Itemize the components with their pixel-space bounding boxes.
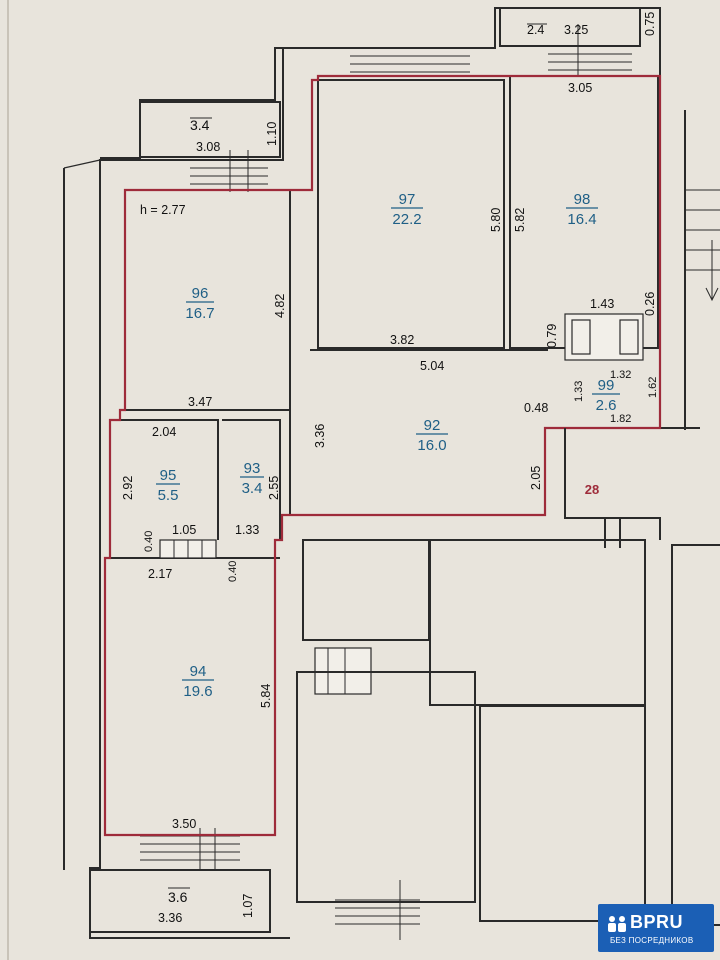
stair-core (685, 189, 720, 302)
room-label-96: 96 16.7 (185, 285, 214, 322)
dimension-label: 2.17 (148, 567, 172, 581)
dimension-label: 0.40 (143, 531, 155, 552)
dimension-label: 1.33 (573, 381, 585, 402)
room-label-92: 92 16.0 (416, 417, 448, 454)
room-label-93: 93 3.4 (240, 460, 264, 497)
balcony-label-upper-left: 3.4 3.08 1.10 (190, 117, 279, 154)
balcony-depth: 1.10 (265, 122, 279, 146)
logo-tagline: БЕЗ ПОСРЕДНИКОВ (610, 936, 694, 945)
room-number: 94 (190, 663, 207, 680)
dimension-label: 0.48 (524, 401, 548, 415)
dimension-label: 1.33 (235, 523, 259, 537)
dimension-label: 5.80 (489, 208, 503, 232)
room-area: 16.4 (567, 211, 596, 228)
dimension-label: 1.82 (610, 413, 631, 425)
balcony-width: 3.36 (158, 911, 182, 925)
balcony-area: 2.4 (527, 23, 544, 37)
balcony-upper-left (139, 101, 281, 158)
neighbor-apartment-marker: 28 (585, 482, 599, 497)
room-number: 96 (192, 285, 209, 302)
dimension-label: 1.32 (610, 369, 631, 381)
balcony-depth: 0.75 (643, 12, 657, 36)
balcony-label-top: 2.4 3.25 0.75 (527, 12, 657, 37)
room-area: 19.6 (183, 683, 212, 700)
balcony-width: 3.08 (196, 140, 220, 154)
steps-bottom (335, 880, 420, 940)
balcony-width: 3.25 (564, 23, 588, 37)
balcony-label-bottom: 3.6 3.36 1.07 (158, 887, 255, 925)
ceiling-height-label: h = 2.77 (140, 203, 186, 217)
dimension-label: 1.43 (590, 297, 614, 311)
room-area: 16.0 (417, 437, 446, 454)
outer-wall-right (659, 60, 700, 429)
room-label-95: 95 5.5 (156, 467, 180, 504)
dimension-label: 4.82 (273, 294, 287, 318)
room-label-99: 99 2.6 (592, 377, 620, 414)
dimension-label: 5.84 (259, 684, 273, 708)
dimension-label: 3.47 (188, 395, 212, 409)
apartment-outline (103, 74, 662, 837)
room-area: 22.2 (392, 211, 421, 228)
room-number: 93 (244, 460, 261, 477)
outer-wall-left (89, 48, 290, 939)
dimension-label: 2.55 (267, 476, 281, 500)
dimension-label: 2.04 (152, 425, 176, 439)
room-area: 3.4 (242, 480, 263, 497)
room-label-97: 97 22.2 (391, 191, 423, 228)
room-area: 2.6 (596, 397, 617, 414)
dimension-label: 2.05 (529, 466, 543, 490)
dimension-label: 3.36 (313, 424, 327, 448)
balcony-depth: 1.07 (241, 894, 255, 918)
room-number: 97 (399, 191, 416, 208)
steps-top (350, 24, 632, 76)
dimension-label: 3.05 (568, 81, 592, 95)
balcony-area: 3.6 (168, 889, 188, 905)
neighbor-walls (296, 428, 720, 926)
dimension-label: 1.62 (647, 377, 659, 398)
room-number: 92 (424, 417, 441, 434)
room-number: 98 (574, 191, 591, 208)
balcony-bottom (89, 869, 271, 933)
bpru-logo: BPRU БЕЗ ПОСРЕДНИКОВ (598, 904, 714, 952)
dimension-label: 5.82 (513, 208, 527, 232)
room-number: 95 (160, 467, 177, 484)
dimension-label: 2.92 (121, 476, 135, 500)
outer-wall-corner (63, 159, 101, 169)
logo-name: BPRU (630, 912, 684, 932)
room-area: 16.7 (185, 305, 214, 322)
dimension-label: 0.40 (227, 561, 239, 582)
balcony-area: 3.4 (190, 117, 210, 133)
room-number: 99 (598, 377, 615, 394)
dimension-label: 3.82 (390, 333, 414, 347)
dimension-label: 0.79 (545, 324, 559, 348)
dimension-label: 3.50 (172, 817, 196, 831)
room-label-94: 94 19.6 (182, 663, 214, 700)
room-label-98: 98 16.4 (566, 191, 598, 228)
dimension-label: 1.05 (172, 523, 196, 537)
dimension-label: 0.26 (643, 292, 657, 316)
dimension-labels: 3.05 5.80 5.82 4.82 3.47 3.82 5.04 1.43 … (121, 81, 659, 831)
people-icon (608, 916, 626, 932)
room-area: 5.5 (158, 487, 179, 504)
dimension-label: 5.04 (420, 359, 444, 373)
ventilation-shaft (159, 313, 644, 695)
steps-upper-left (190, 150, 268, 192)
